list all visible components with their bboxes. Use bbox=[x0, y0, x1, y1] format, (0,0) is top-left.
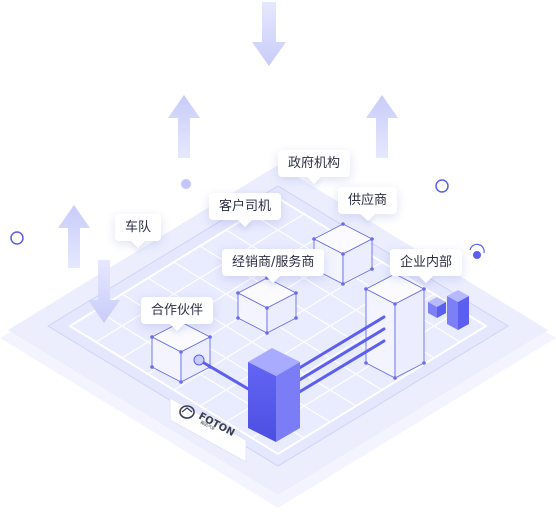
cube-suppliers bbox=[312, 222, 374, 286]
label-government: 政府机构 bbox=[278, 150, 351, 177]
orbit-dot-icon bbox=[469, 243, 485, 259]
label-partners: 合作伙伴 bbox=[141, 297, 214, 324]
arrow-up-left-icon bbox=[168, 95, 200, 158]
label-suppliers-text: 供应商 bbox=[348, 193, 388, 208]
foton-logo-sign: FOTON 福田汽车 bbox=[169, 397, 247, 463]
arrow-up-far-left-icon bbox=[58, 205, 90, 268]
label-suppliers: 供应商 bbox=[338, 187, 398, 214]
label-drivers: 客户司机 bbox=[209, 193, 282, 220]
cube-dealers bbox=[236, 276, 298, 335]
ring-right-icon bbox=[435, 179, 449, 193]
label-dealers: 经销商/服务商 bbox=[222, 249, 325, 276]
arrow-down-left-icon bbox=[88, 260, 120, 323]
label-drivers-text: 客户司机 bbox=[219, 199, 272, 214]
dot-center-icon bbox=[181, 179, 191, 189]
label-dealers-text: 经销商/服务商 bbox=[232, 255, 315, 270]
label-fleet-text: 车队 bbox=[125, 220, 152, 235]
connector-node-icon bbox=[193, 354, 205, 366]
building-internal bbox=[364, 272, 426, 380]
ring-left-icon bbox=[10, 231, 24, 245]
arrow-down-top-icon bbox=[252, 2, 286, 66]
label-fleet: 车队 bbox=[115, 214, 162, 241]
central-server bbox=[248, 348, 300, 442]
connection-lines bbox=[197, 315, 386, 396]
label-internal-text: 企业内部 bbox=[400, 255, 453, 270]
blocks-icon bbox=[428, 290, 469, 330]
label-partners-text: 合作伙伴 bbox=[151, 303, 204, 318]
label-internal: 企业内部 bbox=[390, 249, 463, 276]
label-government-text: 政府机构 bbox=[288, 156, 341, 171]
arrow-up-right-icon bbox=[366, 95, 398, 158]
